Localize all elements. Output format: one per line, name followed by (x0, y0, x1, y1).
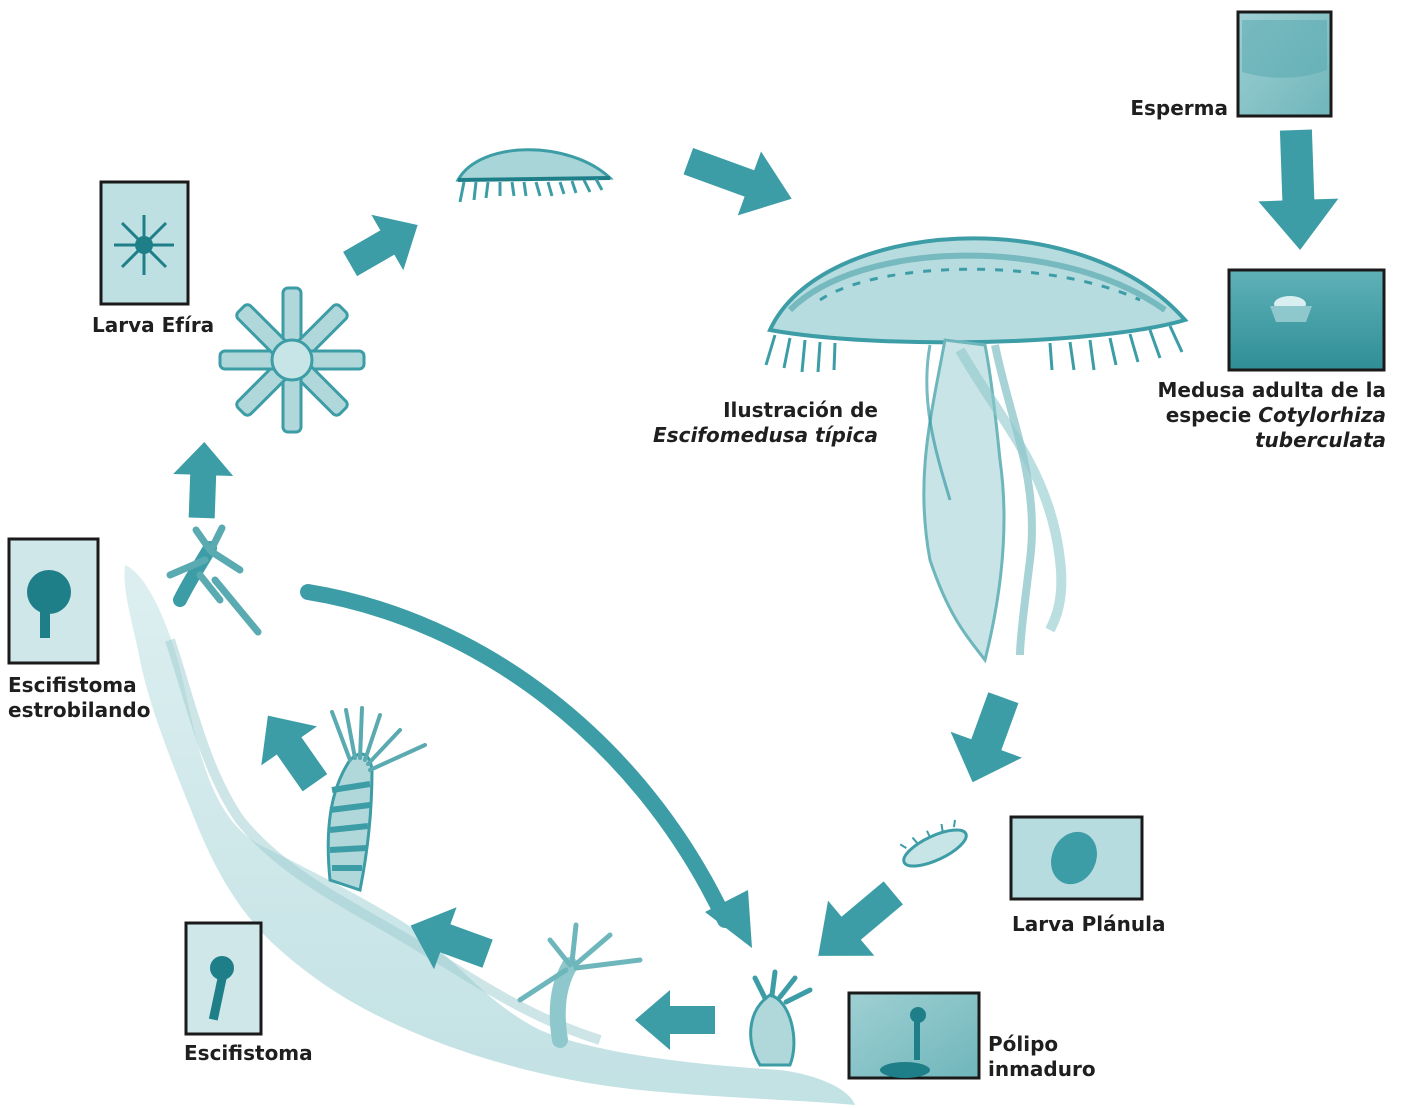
label-medusa-line2-italic: Cotylorhiza (1258, 403, 1386, 427)
sperm-photo (1238, 12, 1331, 116)
polyp-photo (849, 993, 979, 1078)
arrow-to-young-medusa (334, 197, 434, 291)
label-polipo-inmaduro: Pólipo inmaduro (988, 1032, 1096, 1082)
arrow-to-planula (937, 685, 1039, 796)
polyp-group-illustration (520, 925, 640, 1040)
label-ilustracion-line2: Escifomedusa típica (640, 423, 878, 448)
label-ilustracion-line2-italic: Escifomedusa típica (653, 423, 878, 447)
label-larva-planula: Larva Plánula (1012, 912, 1165, 937)
arrow-long-curve (308, 592, 725, 920)
planula-photo (1011, 817, 1142, 899)
strobilating-polyp-illustration (170, 528, 258, 632)
label-escifistoma-estrob-line2: estrobilando (8, 698, 150, 723)
label-medusa-line1: Medusa adulta de la (1150, 378, 1386, 403)
label-medusa-line2: especie Cotylorhiza (1150, 403, 1386, 428)
arrow-to-adult (677, 129, 804, 231)
label-escifistoma: Escifistoma (184, 1041, 313, 1066)
arrow-sperm-down (1256, 129, 1340, 252)
arrow-up-left (240, 696, 343, 802)
jellyfish-illustration (766, 238, 1185, 660)
label-esperma: Esperma (1120, 96, 1228, 121)
label-larva-efira: Larva Efíra (92, 313, 214, 338)
label-escifistoma-estrobilando: Escifistoma estrobilando (8, 673, 150, 723)
label-ilustracion: Ilustración de Escifomedusa típica (640, 398, 878, 448)
planula-illustration (896, 816, 971, 873)
adult-medusa-photo (1229, 270, 1384, 370)
label-escifistoma-estrob-line1: Escifistoma (8, 673, 150, 698)
arrow-to-polyp (795, 865, 916, 983)
ephyra-illustration (220, 288, 364, 432)
label-ilustracion-line1: Ilustración de (640, 398, 878, 423)
label-medusa-line3: tuberculata (1150, 428, 1386, 453)
label-polipo-line2: inmaduro (988, 1057, 1096, 1082)
immature-polyp-illustration (751, 972, 810, 1065)
ephyra-photo (101, 182, 188, 304)
young-medusa-illustration (458, 150, 610, 202)
scyphistoma-photo (186, 923, 261, 1034)
label-medusa-line3-italic: tuberculata (1255, 428, 1386, 452)
strobilating-photo (9, 539, 98, 663)
arrow-up (172, 441, 235, 519)
label-medusa-line2-plain: especie (1166, 403, 1259, 427)
label-polipo-line1: Pólipo (988, 1032, 1096, 1057)
scyphistoma-illustration (328, 708, 425, 890)
arrow-polyp-to-scyphistoma (635, 990, 715, 1050)
label-medusa-adulta: Medusa adulta de la especie Cotylorhiza … (1150, 378, 1386, 453)
